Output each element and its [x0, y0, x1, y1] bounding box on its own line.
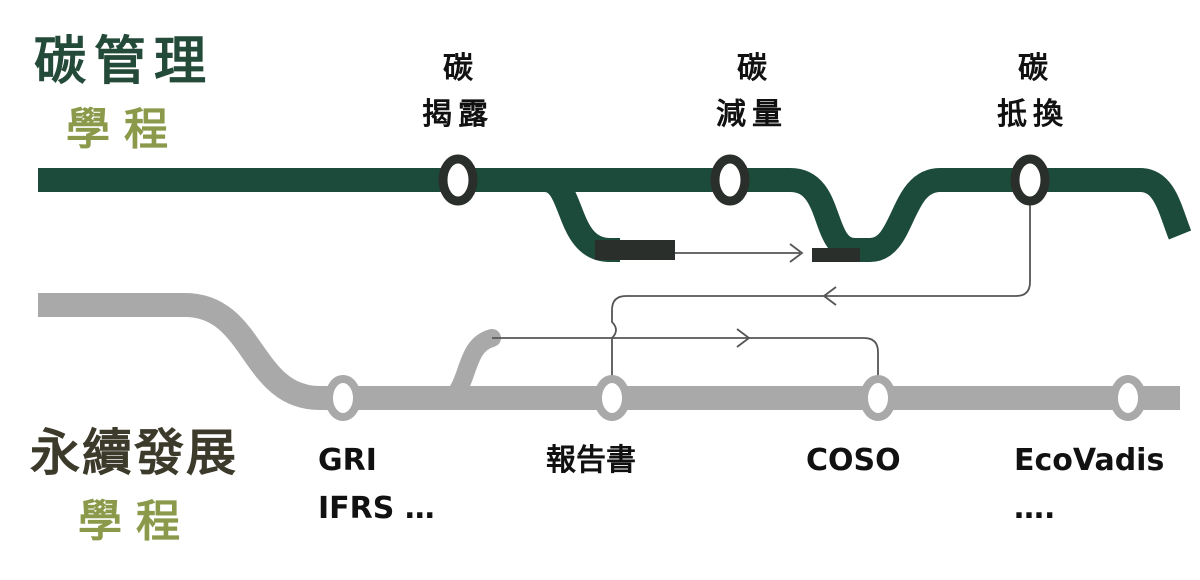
station-ecovadis — [1110, 375, 1146, 421]
station-label-offset-top: 碳 — [1018, 51, 1048, 86]
station-label-offset-bottom: 抵換 — [997, 97, 1069, 132]
carbon-program-title: 碳管理 — [34, 32, 215, 92]
station-carbon-disclosure — [438, 154, 478, 206]
carbon-track-line — [38, 168, 1192, 262]
station-label-disclosure-bottom: 揭露 — [422, 97, 494, 132]
connector-gri-to-coso — [492, 337, 879, 385]
station-carbon-offset — [1010, 154, 1050, 206]
connector-offset-to-report — [611, 195, 1031, 385]
station-gri-ifrs — [325, 375, 361, 421]
station-label-coso: COSO — [806, 443, 901, 478]
station-label-disclosure-top: 碳 — [443, 51, 473, 86]
sustain-branch-spur — [443, 329, 501, 407]
arrow-right-icon — [789, 243, 804, 263]
sustain-program-subtitle: 學程 — [78, 496, 194, 547]
station-carbon-reduction — [710, 154, 750, 206]
station-label-ecovadis: EcoVadis — [1014, 443, 1165, 478]
sustain-track-line — [38, 293, 1180, 410]
station-report — [594, 375, 630, 421]
arrow-right-icon — [736, 328, 751, 348]
station-coso — [860, 375, 896, 421]
station-label-gri: GRI — [318, 443, 377, 478]
station-label-report: 報告書 — [546, 443, 636, 478]
sustain-program-title: 永續發展 — [30, 424, 238, 482]
station-label-ecovadis-more: …. — [1014, 491, 1056, 526]
carbon-program-subtitle: 學程 — [66, 104, 182, 155]
station-label-reduction-top: 碳 — [737, 51, 767, 86]
arrow-left-icon — [822, 286, 837, 306]
station-label-reduction-bottom: 減量 — [716, 97, 788, 132]
station-label-ifrs: IFRS … — [318, 491, 435, 526]
